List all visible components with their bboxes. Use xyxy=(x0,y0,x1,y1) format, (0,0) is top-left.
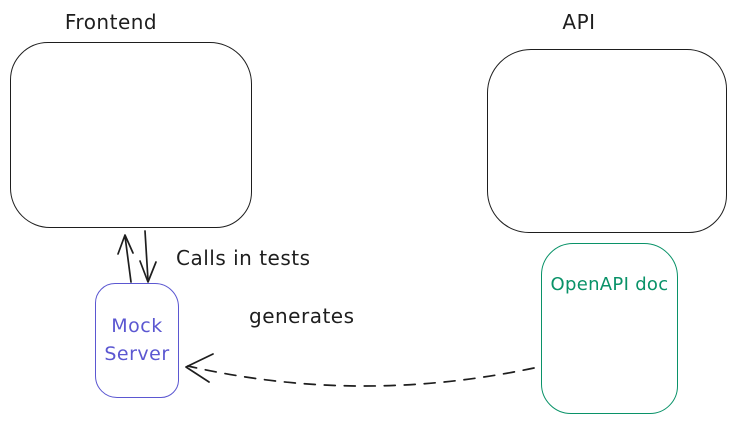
generates-dashed-arrow xyxy=(185,353,535,387)
api-box xyxy=(487,49,727,233)
openapi-doc-label: OpenAPI doc xyxy=(550,274,669,295)
frontend-box xyxy=(10,42,252,228)
calls-in-tests-edge-label: Calls in tests xyxy=(176,246,311,270)
calls-down-arrow xyxy=(139,230,157,283)
frontend-node-label: Frontend xyxy=(64,10,158,34)
api-node-label: API xyxy=(562,10,596,34)
mock-server-label: Mock Server xyxy=(104,314,170,365)
mock-server-box: Mock Server xyxy=(95,283,179,398)
calls-up-arrow xyxy=(117,234,134,283)
generates-edge-label: generates xyxy=(249,304,355,328)
openapi-doc-box: OpenAPI doc xyxy=(541,243,678,414)
